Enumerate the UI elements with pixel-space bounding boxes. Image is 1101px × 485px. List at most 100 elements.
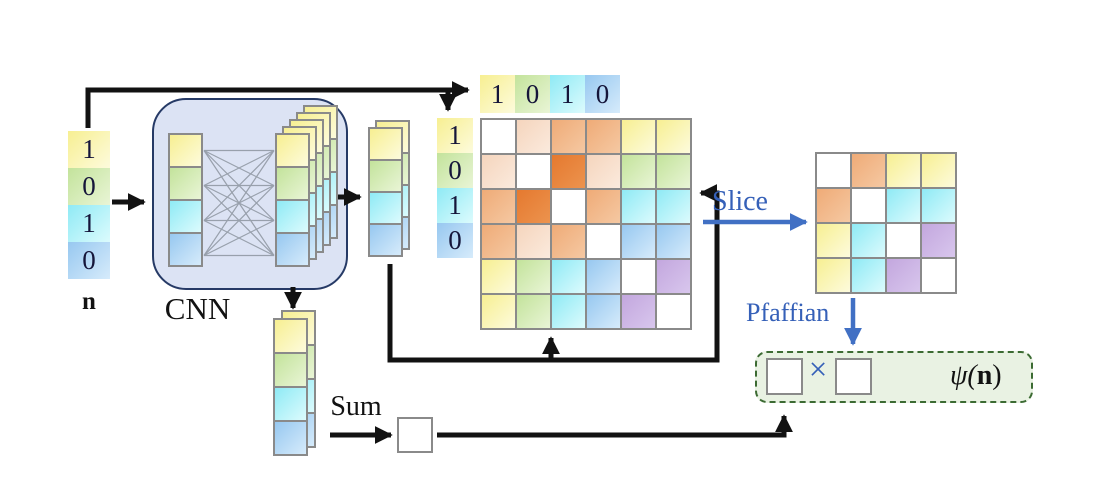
- matrix-cell: [587, 190, 620, 223]
- matrix-cell: [852, 224, 885, 257]
- matrix-cell: [657, 120, 690, 153]
- matrix-cell: [817, 189, 850, 222]
- sum-label: Sum: [330, 391, 382, 422]
- sum-scalar-square: [397, 417, 433, 453]
- pfaffian-factor-square: [835, 358, 872, 395]
- sum-factor-square: [766, 358, 803, 395]
- feature-cell: [368, 191, 403, 225]
- feature-cell: [275, 166, 310, 201]
- matrix-cell: [482, 155, 515, 188]
- matrix-cell: [587, 260, 620, 293]
- pairing-matrix: [480, 118, 692, 330]
- value-cell: 1: [68, 205, 110, 242]
- psi-prefix: ψ(: [950, 360, 977, 391]
- cnn-label: CNN: [164, 291, 231, 326]
- sliced-matrix: [815, 152, 957, 294]
- value-cell: 0: [437, 153, 473, 188]
- matrix-cell: [887, 154, 920, 187]
- matrix-cell: [517, 295, 550, 328]
- value-cell: 1: [437, 188, 473, 223]
- matrix-cell: [482, 295, 515, 328]
- matrix-cell: [922, 189, 955, 222]
- matrix-cell: [657, 190, 690, 223]
- matrix-cell: [552, 190, 585, 223]
- matrix-cell: [622, 155, 655, 188]
- matrix-cell: [852, 189, 885, 222]
- slice-label: Slice: [712, 186, 768, 217]
- feature-cell: [273, 352, 308, 388]
- value-cell: 1: [550, 75, 585, 113]
- matrix-cell: [552, 155, 585, 188]
- matrix-cell: [552, 295, 585, 328]
- value-cell: 0: [585, 75, 620, 113]
- value-cell: 0: [437, 223, 473, 258]
- matrix-cell: [622, 190, 655, 223]
- feature-cell: [368, 223, 403, 257]
- feature-cell: [273, 318, 308, 354]
- matrix-cell: [657, 225, 690, 258]
- matrix-cell: [517, 120, 550, 153]
- psi-output-label: ψ(n): [950, 361, 1002, 390]
- feature-cell: [368, 159, 403, 193]
- matrix-cell: [817, 154, 850, 187]
- feature-cell: [275, 133, 310, 168]
- matrix-cell: [622, 295, 655, 328]
- psi-argument: n: [976, 360, 993, 391]
- matrix-cell: [817, 259, 850, 292]
- feature-cell: [168, 199, 203, 234]
- matrix-cell: [922, 224, 955, 257]
- matrix-cell: [922, 259, 955, 292]
- matrix-cell: [622, 120, 655, 153]
- value-cell: 1: [437, 118, 473, 153]
- feature-cell: [168, 232, 203, 267]
- value-cell: 0: [515, 75, 550, 113]
- feature-cell: [168, 166, 203, 201]
- feature-cell: [368, 127, 403, 161]
- matrix-cell: [587, 120, 620, 153]
- line-sum-square-to-result-box: [437, 414, 793, 438]
- matrix-cell: [552, 120, 585, 153]
- matrix-cell: [587, 155, 620, 188]
- input-vector-label: n: [82, 288, 96, 315]
- matrix-cell: [482, 120, 515, 153]
- matrix-cell: [922, 154, 955, 187]
- value-cell: 1: [68, 131, 110, 168]
- feature-map-layer: [273, 318, 308, 456]
- matrix-cell: [887, 224, 920, 257]
- matrix-cell: [817, 224, 850, 257]
- matrix-cell: [852, 154, 885, 187]
- value-cell: 0: [68, 168, 110, 205]
- feature-map-layer: [368, 127, 403, 257]
- matrix-cell: [887, 189, 920, 222]
- value-cell: 1: [480, 75, 515, 113]
- matrix-cell: [482, 190, 515, 223]
- matrix-cell: [657, 155, 690, 188]
- matrix-cell: [482, 260, 515, 293]
- psi-suffix: ): [992, 360, 1002, 391]
- matrix-cell: [552, 260, 585, 293]
- matrix-cell: [622, 225, 655, 258]
- pfaffian-label: Pfaffian: [746, 298, 830, 327]
- matrix-cell: [517, 155, 550, 188]
- times-sign: ×: [808, 352, 828, 388]
- matrix-cell: [852, 259, 885, 292]
- matrix-cell: [587, 225, 620, 258]
- matrix-cell: [887, 259, 920, 292]
- matrix-cell: [517, 260, 550, 293]
- feature-map-layer: [275, 133, 310, 267]
- feature-cell: [273, 420, 308, 456]
- matrix-cell: [587, 295, 620, 328]
- matrix-cell: [657, 260, 690, 293]
- feature-cell: [275, 232, 310, 267]
- matrix-cell: [622, 260, 655, 293]
- feature-cell: [275, 199, 310, 234]
- matrix-cell: [657, 295, 690, 328]
- value-cell: 0: [68, 242, 110, 279]
- feature-cell: [168, 133, 203, 168]
- feature-map-layer: [168, 133, 203, 267]
- feature-cell: [273, 386, 308, 422]
